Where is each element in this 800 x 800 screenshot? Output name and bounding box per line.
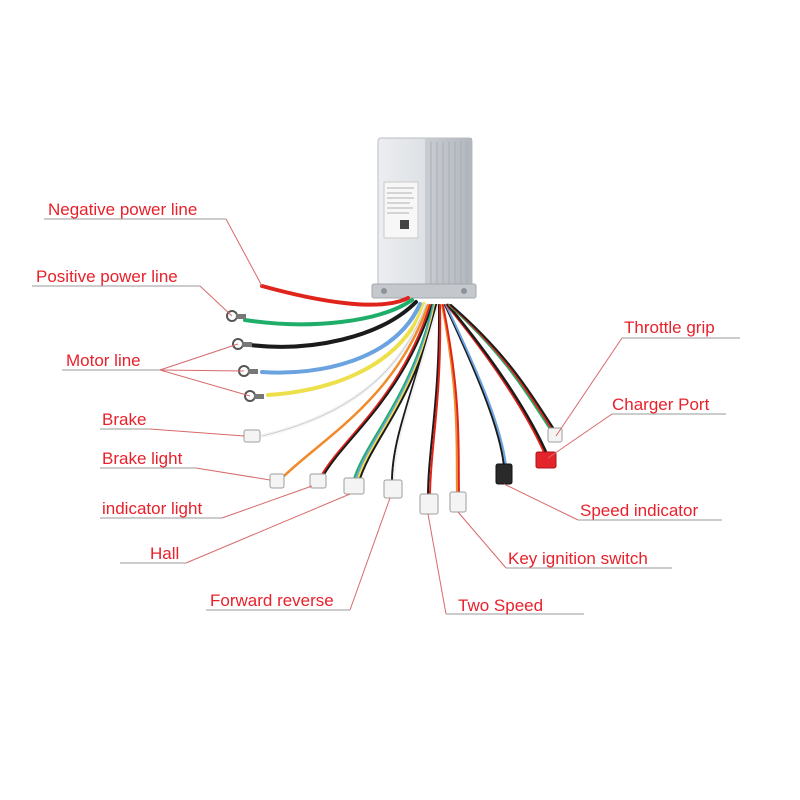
- label-throttle-grip: Throttle grip: [624, 318, 715, 337]
- label-two-speed: Two Speed: [458, 596, 544, 615]
- ring-terminal-yellow: [244, 390, 264, 402]
- label-underlines: [32, 218, 740, 615]
- label-indicator-light: indicator light: [102, 499, 203, 518]
- brake-connector: [243, 429, 261, 443]
- label-charger-port: Charger Port: [612, 395, 710, 414]
- ring-terminal-black: [232, 338, 252, 350]
- label-hall: Hall: [150, 544, 180, 563]
- two-speed-connector: [419, 493, 439, 515]
- speed-indicator-connector: [495, 463, 513, 485]
- brake-light-connector: [269, 473, 285, 489]
- wire-bundle: [243, 284, 557, 497]
- forward-reverse-connector: [383, 479, 403, 499]
- leader-lines: [149, 218, 623, 615]
- controller-box: [371, 137, 477, 299]
- connectors: [226, 310, 563, 515]
- label-motor-line: Motor line: [66, 351, 141, 370]
- hall-connector: [343, 477, 365, 495]
- label-brake: Brake: [102, 410, 147, 429]
- label-brake-light: Brake light: [102, 449, 183, 468]
- label-speed-indicator: Speed indicator: [580, 501, 699, 520]
- label-forward-reverse: Forward reverse: [210, 591, 334, 610]
- ring-terminal-green: [226, 310, 246, 322]
- label-negative-power-line: Negative power line: [48, 200, 198, 219]
- label-positive-power-line: Positive power line: [36, 267, 178, 286]
- label-key-ignition-switch: Key ignition switch: [508, 549, 648, 568]
- key-ignition-connector: [449, 491, 467, 513]
- indicator-light-connector: [309, 473, 327, 489]
